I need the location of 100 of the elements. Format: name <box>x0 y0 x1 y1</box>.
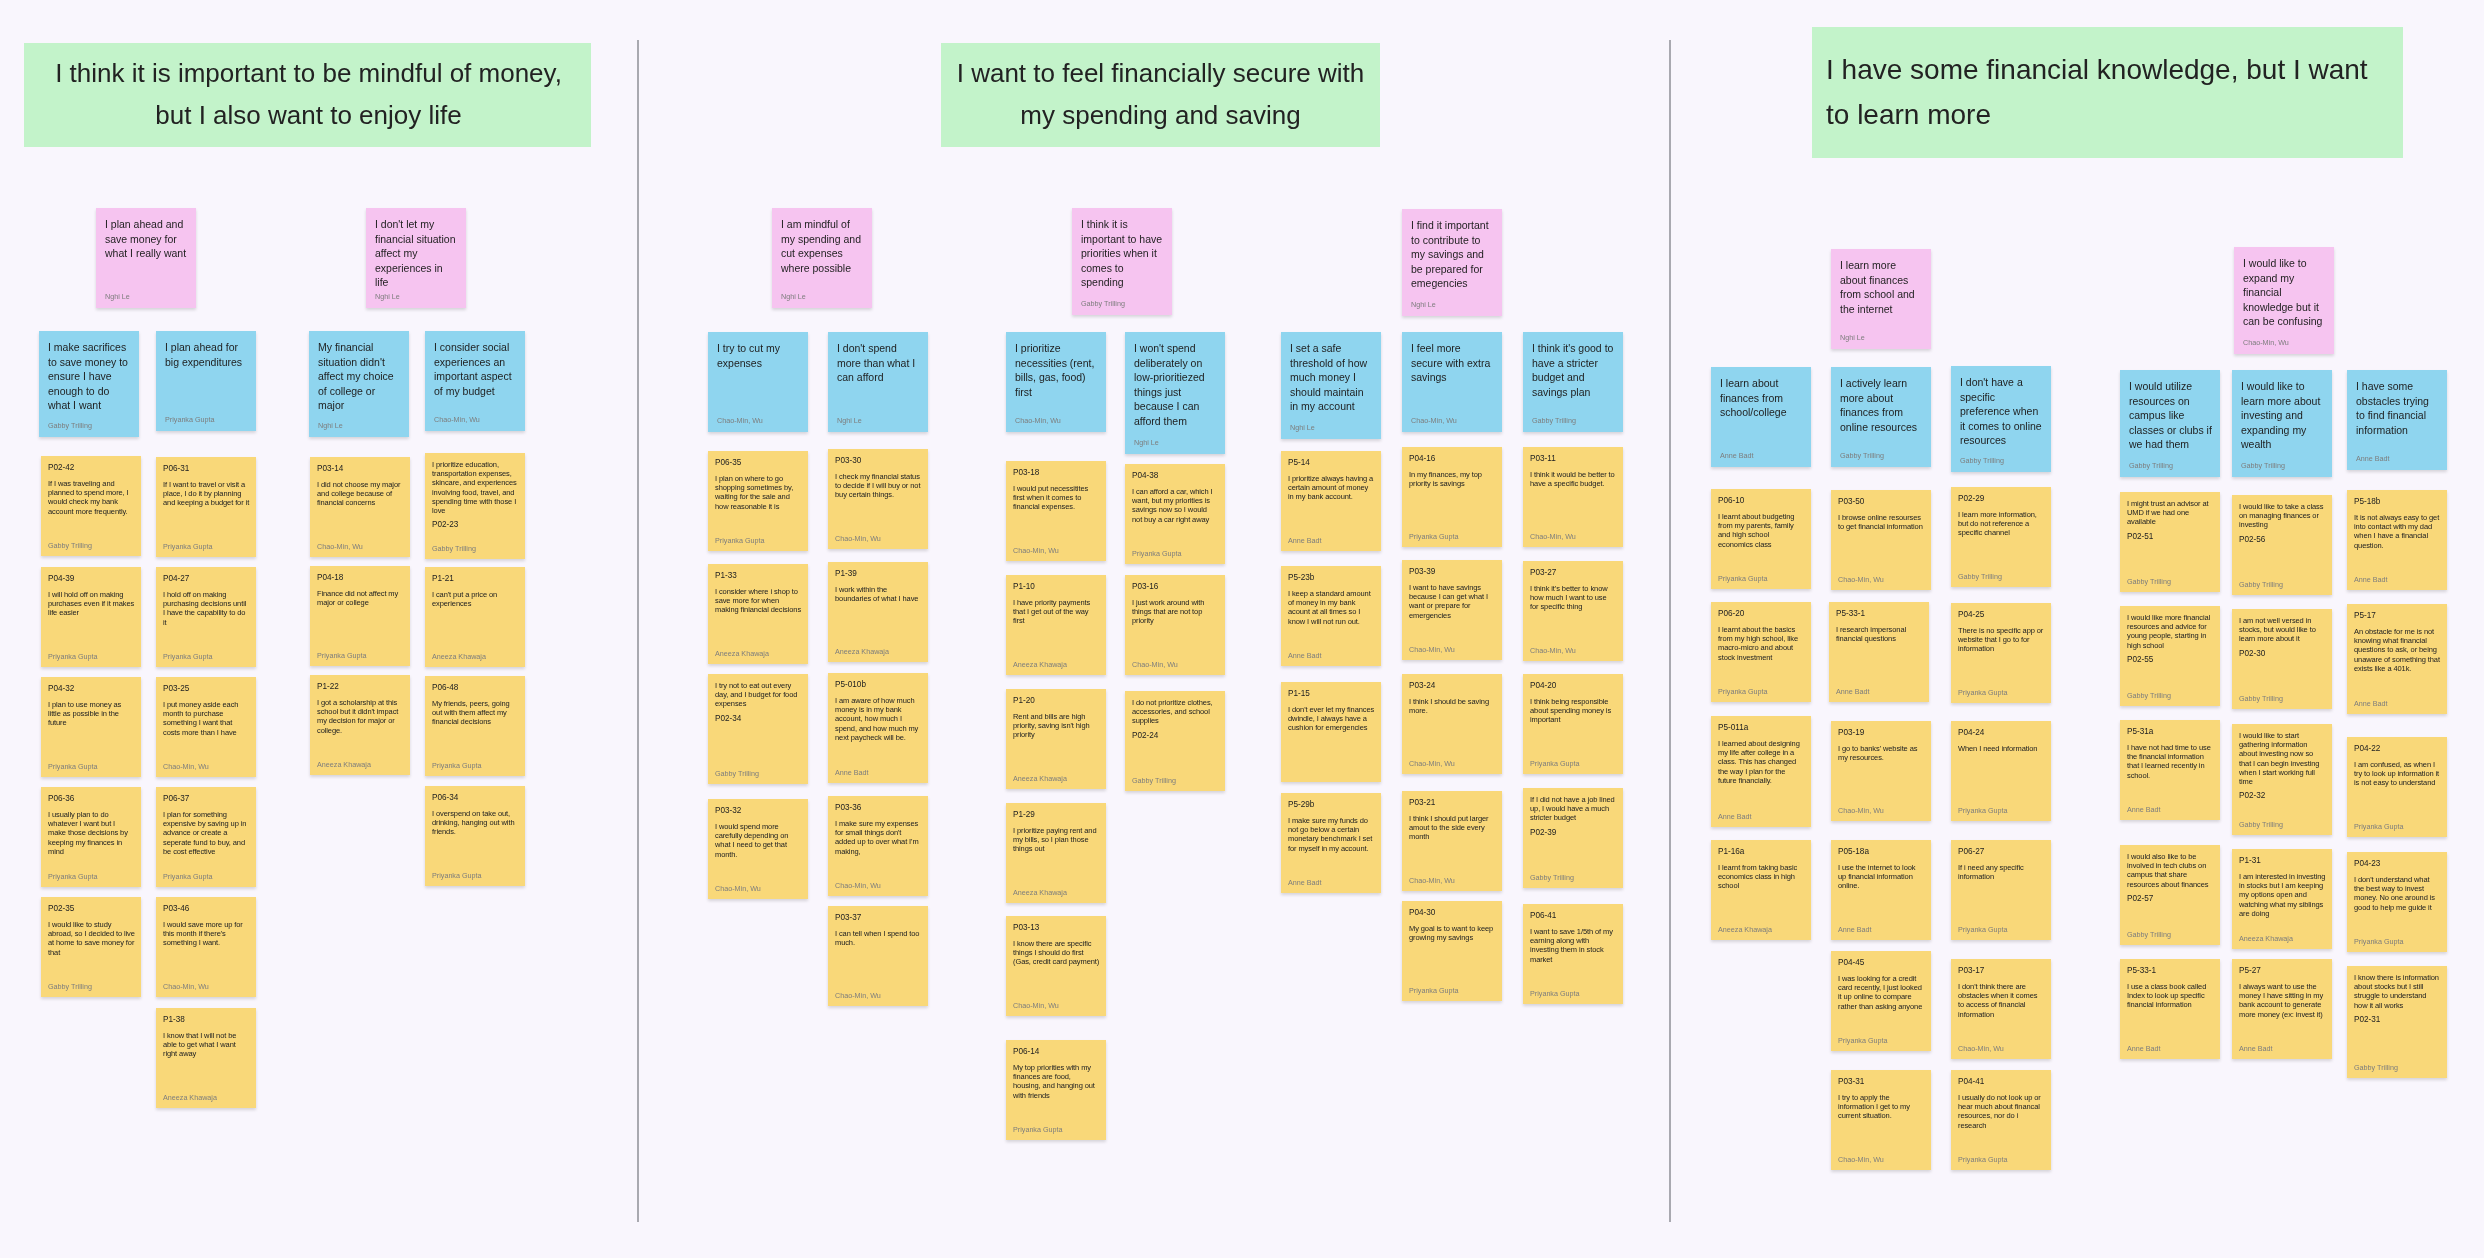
finding-text: I feel more secure with extra savings <box>1411 341 1492 385</box>
finding-text: I actively learn more about finances from online resources <box>1840 376 1919 434</box>
quote-note <box>1831 951 1931 1051</box>
quote-note <box>1006 803 1106 903</box>
quote-note <box>1006 689 1106 789</box>
quote-id: P1-38 <box>163 1015 186 1025</box>
quote-note <box>1951 721 2051 821</box>
quote-note <box>2347 966 2447 1078</box>
quote-id: P03-11 <box>1530 454 1557 464</box>
quote-note <box>2347 604 2447 714</box>
theme-title: I want to feel financially secure with my spending and saving <box>955 57 1366 132</box>
quote-id: P02-23 <box>432 520 460 531</box>
insight-text: I learn more about finances from school and the internet <box>1840 258 1916 316</box>
quote-id: P03-46 <box>163 904 191 914</box>
finding-note <box>39 331 139 437</box>
quote-id: P5-17 <box>2354 611 2377 621</box>
insight-text: I plan ahead and save money for what I really want <box>105 217 188 261</box>
quote-note <box>1006 1040 1106 1140</box>
quote-note <box>2232 849 2332 949</box>
finding-text: I consider social experiences an important aspect of my budget <box>434 340 513 398</box>
quote-id: P5-23b <box>1288 573 1316 583</box>
quote-note <box>2120 959 2220 1059</box>
quote-id: P02-29 <box>1958 494 1986 504</box>
quote-id: P04-41 <box>1958 1077 1986 1087</box>
quote-id: P02-51 <box>2127 531 2155 542</box>
quote-id: P03-25 <box>163 684 191 694</box>
quote-id: P02-32 <box>2239 791 2267 802</box>
finding-note <box>2120 370 2220 477</box>
quote-id: P03-27 <box>1530 568 1558 578</box>
quote-id: P5-011a <box>1718 723 1750 733</box>
quote-note <box>828 562 928 662</box>
quote-note <box>1711 716 1811 827</box>
finding-text: I would like to learn more about investing and expanding my wealth <box>2241 379 2322 452</box>
quote-note <box>1711 602 1811 702</box>
quote-note <box>2120 492 2220 592</box>
quote-note <box>828 449 928 549</box>
quote-id: P06-48 <box>432 683 460 693</box>
insight-text: I would like to expand my financial knowledge but it can be confusing <box>2243 256 2324 329</box>
quote-note <box>41 677 141 777</box>
quote-id: P06-36 <box>48 794 76 804</box>
quote-note <box>2120 606 2220 706</box>
finding-note <box>1831 367 1931 467</box>
quote-id: P04-20 <box>1530 681 1558 691</box>
finding-text: I make sacrifices to save money to ensure I have enough to do what I want <box>48 340 129 413</box>
quote-id: P02-57 <box>2127 893 2155 904</box>
quote-note <box>1523 674 1623 774</box>
quote-note <box>41 567 141 667</box>
theme-title: I think it is important to be mindful of money, but I also want to enjoy life <box>54 57 563 132</box>
quote-note <box>1281 793 1381 893</box>
theme-header-card <box>941 43 1380 147</box>
quote-id: P05-18a <box>1838 847 1870 857</box>
quote-id: P03-39 <box>1409 567 1437 577</box>
quote-id: P1-22 <box>317 682 340 692</box>
quote-note <box>1523 561 1623 661</box>
quote-note <box>425 676 525 776</box>
insight-note <box>366 208 466 308</box>
finding-note <box>2232 370 2332 477</box>
quote-id: P02-34 <box>715 713 743 724</box>
insight-text: I find it important to contribute to my savings and be prepared for emegencies <box>1411 218 1490 291</box>
quote-note <box>2232 724 2332 835</box>
quote-id: P1-33 <box>715 571 738 581</box>
quote-note <box>1831 840 1931 940</box>
quote-id: P06-20 <box>1718 609 1746 619</box>
quote-id: P5-18b <box>2354 497 2382 507</box>
finding-text: I try to cut my expenses <box>717 341 781 370</box>
quote-note <box>156 457 256 557</box>
quote-note <box>1125 464 1225 564</box>
quote-id: P1-16a <box>1718 847 1746 857</box>
finding-text: I would utilize resources on campus like classes or clubs if we had them <box>2129 379 2213 452</box>
quote-note <box>2120 845 2220 945</box>
quote-id: P06-10 <box>1718 496 1746 506</box>
finding-note <box>1523 332 1623 432</box>
quote-id: P5-29b <box>1288 800 1316 810</box>
insight-text: I don't let my financial situation affect my experiences in life <box>375 217 457 290</box>
finding-note <box>1281 332 1381 439</box>
quote-id: P5-27 <box>2239 966 2262 976</box>
quote-note <box>1831 1070 1931 1170</box>
quote-note <box>425 453 525 559</box>
quote-id: P03-13 <box>1013 923 1041 933</box>
insight-text: I think it is important to have priorities when it comes to spending <box>1081 217 1164 290</box>
quote-id: P1-29 <box>1013 810 1036 820</box>
quote-id: P02-30 <box>2239 648 2267 659</box>
finding-text: I have some obstacles trying to find financial information <box>2356 379 2430 437</box>
quote-id: P04-24 <box>1958 728 1986 738</box>
quote-note <box>156 567 256 667</box>
theme-header-card <box>24 43 591 147</box>
quote-id: P1-31 <box>2239 856 2262 866</box>
quote-note <box>1831 490 1931 590</box>
quote-note <box>1281 566 1381 666</box>
quote-note <box>41 897 141 997</box>
finding-note <box>828 332 928 432</box>
finding-text: My financial situation didn't affect my choice of college or major <box>318 340 395 413</box>
quote-note <box>1402 560 1502 660</box>
insight-note <box>1072 208 1172 315</box>
quote-id: P04-18 <box>317 573 345 583</box>
quote-note <box>828 906 928 1006</box>
quote-note <box>1125 691 1225 791</box>
insight-note <box>1402 209 1502 316</box>
quote-note <box>1125 575 1225 675</box>
quote-note <box>1402 901 1502 1001</box>
